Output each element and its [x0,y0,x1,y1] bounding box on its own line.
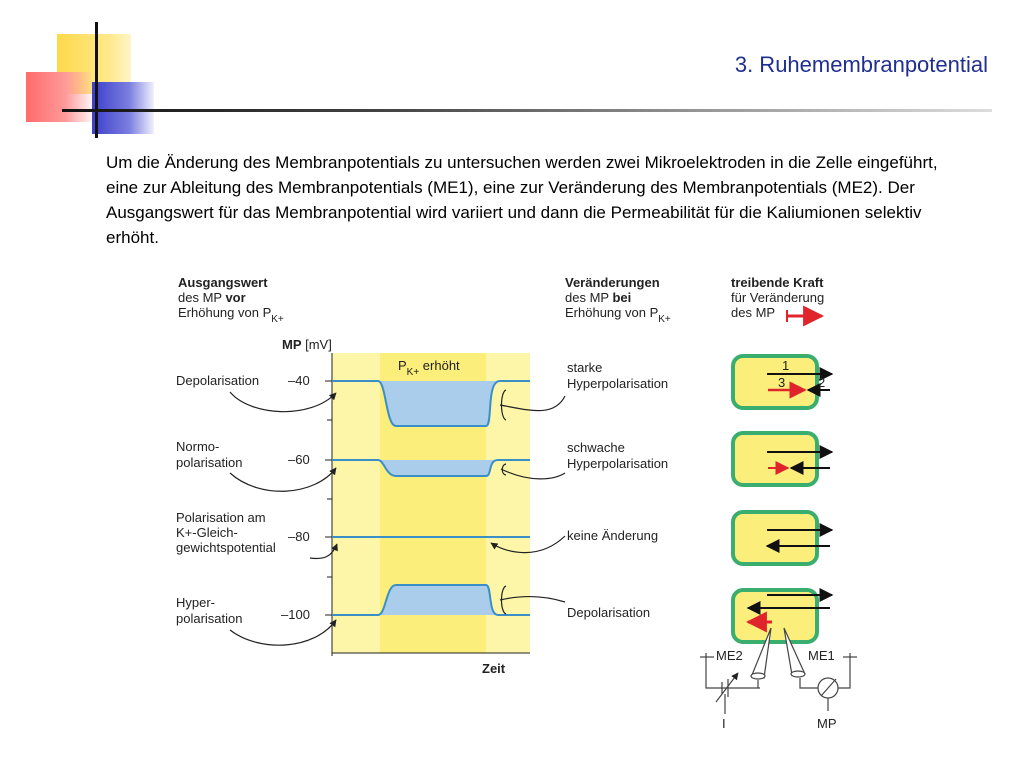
trace-depolarisation [332,380,530,427]
label-me2: ME2 [716,648,743,663]
tick-label-40: –40 [288,373,310,388]
deco-vertical-line [95,22,98,138]
change-none: keine Änderung [567,528,658,543]
deco-blue-square [92,82,154,134]
tick-label-80: –80 [288,529,310,544]
membrane-potential-figure: Ausgangswert des MP vor Erhöhung von PK+… [176,275,857,731]
left-header-line1: Ausgangswert [178,275,268,290]
current-source [715,672,739,714]
initial-state-equilibrium-1: Polarisation am [176,510,266,525]
initial-state-hyper-2: polarisation [176,611,243,626]
trace-normopolarisation [332,459,530,477]
band-label: PK+ erhöht [398,358,460,378]
mid-header-line2: des MP bei [565,290,631,305]
tick-label-100: –100 [281,607,310,622]
change-weak-2: Hyperpolarisation [567,456,668,471]
change-weak-1: schwache [567,440,625,455]
connectors-right [490,389,566,615]
cell-4 [731,588,819,644]
change-depolarisation: Depolarisation [567,605,650,620]
axis-ticks [325,380,332,616]
cell-1-number-3: 3 [778,375,785,390]
initial-state-depolarisation: Depolarisation [176,373,259,388]
trace-fill-normopolarisation [378,460,498,476]
slide-title: 3. Ruhemembranpotential [734,52,988,77]
voltmeter-icon [817,677,839,711]
deco-red-square [26,72,92,122]
change-strong-2: Hyperpolarisation [567,376,668,391]
axis-label: MP [mV] [282,337,332,352]
left-header-line2: des MP vor [178,290,246,305]
change-strong-1: starke [567,360,602,375]
intro-paragraph: Um die Änderung des Membranpotentials zu… [106,153,938,247]
cell-1-number-2: 2 [818,375,825,390]
label-current: I [722,716,726,731]
initial-state-equilibrium-2: K+-Gleich- [176,525,238,540]
trace-fill-depolarisation [378,381,500,426]
electrode-me2 [700,627,772,689]
trace-hyperpolarisation [332,584,530,616]
initial-state-normo-1: Normo- [176,439,219,454]
cell-1-number-1: 1 [782,358,789,373]
left-header-line3: Erhöhung von PK+ [178,305,284,325]
initial-state-equilibrium-3: gewichtspotential [176,540,276,555]
initial-state-normo-2: polarisation [176,455,243,470]
right-header-line2: für Veränderung [731,290,824,305]
connectors-left [229,391,338,646]
time-label: Zeit [482,661,506,676]
tick-label-60: –60 [288,452,310,467]
mid-header-line1: Veränderungen [565,275,660,290]
cell-3 [731,510,819,566]
initial-state-hyper-1: Hyper- [176,595,215,610]
cell-1 [731,354,819,410]
mid-header-line3: Erhöhung von PK+ [565,305,671,325]
deco-horizontal-line [62,109,992,112]
right-header-line1: treibende Kraft [731,275,824,290]
trace-fill-hyperpolarisation [378,585,498,615]
right-header-line3: des MP [731,305,775,320]
label-voltmeter: MP [817,716,837,731]
left-header: Ausgangswert [178,275,268,290]
cell-2 [731,431,819,487]
label-me1: ME1 [808,648,835,663]
